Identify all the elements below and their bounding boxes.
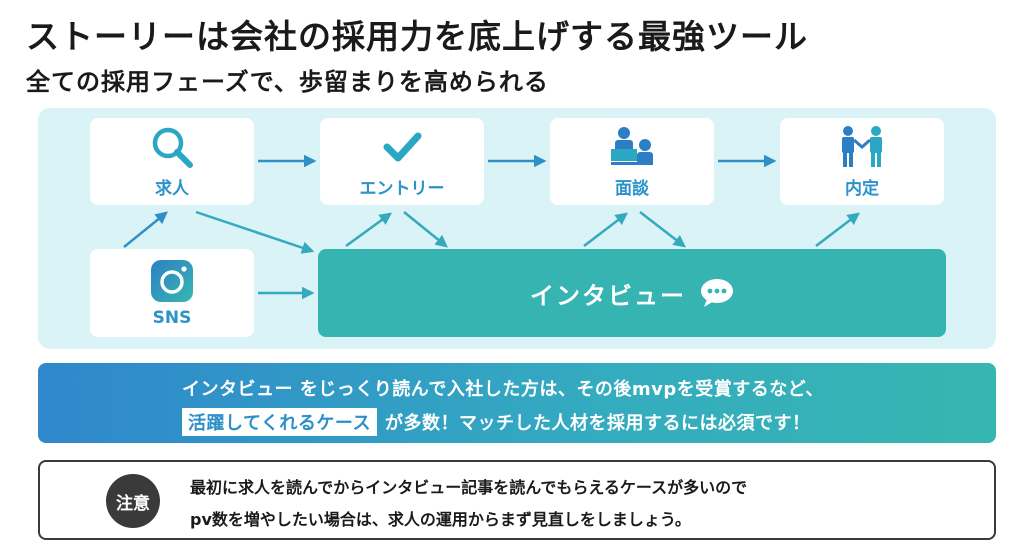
- note-line1: 最初に求人を読んでからインタビュー記事を読んでもらえるケースが多いので: [190, 478, 748, 497]
- checkmark-icon: [379, 124, 425, 170]
- page-title: ストーリーは会社の採用力を底上げする最強ツール: [26, 17, 808, 56]
- note-box: 注意 最初に求人を読んでからインタビュー記事を読んでもらえるケースが多いので p…: [38, 460, 996, 540]
- interview-box: インタビュー: [318, 249, 946, 337]
- page-subtitle: 全ての採用フェーズで、歩留まりを高められる: [26, 68, 549, 96]
- node-meeting-label: 面談: [615, 179, 649, 199]
- message-line2: 活躍してくれるケース が多数！マッチした人材を採用するには必須です！: [182, 408, 811, 436]
- node-sns: SNS: [90, 249, 254, 337]
- message-line1: インタビュー をじっくり読んで入社した方は、その後mvpを受賞するなど、: [182, 379, 824, 400]
- note-badge: 注意: [106, 474, 160, 528]
- instagram-icon: [149, 258, 195, 304]
- node-recruit-label: 求人: [155, 179, 189, 199]
- interview-box-label: インタビュー: [530, 281, 686, 310]
- message-highlight: 活躍してくれるケース: [182, 408, 378, 436]
- note-line2: pv数を増やしたい場合は、求人の運用からまず見直しをしましょう。: [190, 510, 691, 529]
- node-recruit: 求人: [90, 118, 254, 205]
- node-sns-label: SNS: [152, 308, 192, 328]
- node-offer: 内定: [780, 118, 944, 205]
- message-line2-text: が多数！マッチした人材を採用するには必須です！: [385, 413, 811, 434]
- node-entry: エントリー: [320, 118, 484, 205]
- chat-bubble-icon: [700, 279, 734, 307]
- node-meeting: 面談: [550, 118, 714, 205]
- handshake-icon: [839, 124, 885, 170]
- meeting-icon: [609, 124, 655, 170]
- node-offer-label: 内定: [845, 179, 879, 199]
- node-entry-label: エントリー: [359, 179, 445, 199]
- search-icon: [149, 124, 195, 170]
- message-box: インタビュー をじっくり読んで入社した方は、その後mvpを受賞するなど、 活躍し…: [38, 363, 996, 443]
